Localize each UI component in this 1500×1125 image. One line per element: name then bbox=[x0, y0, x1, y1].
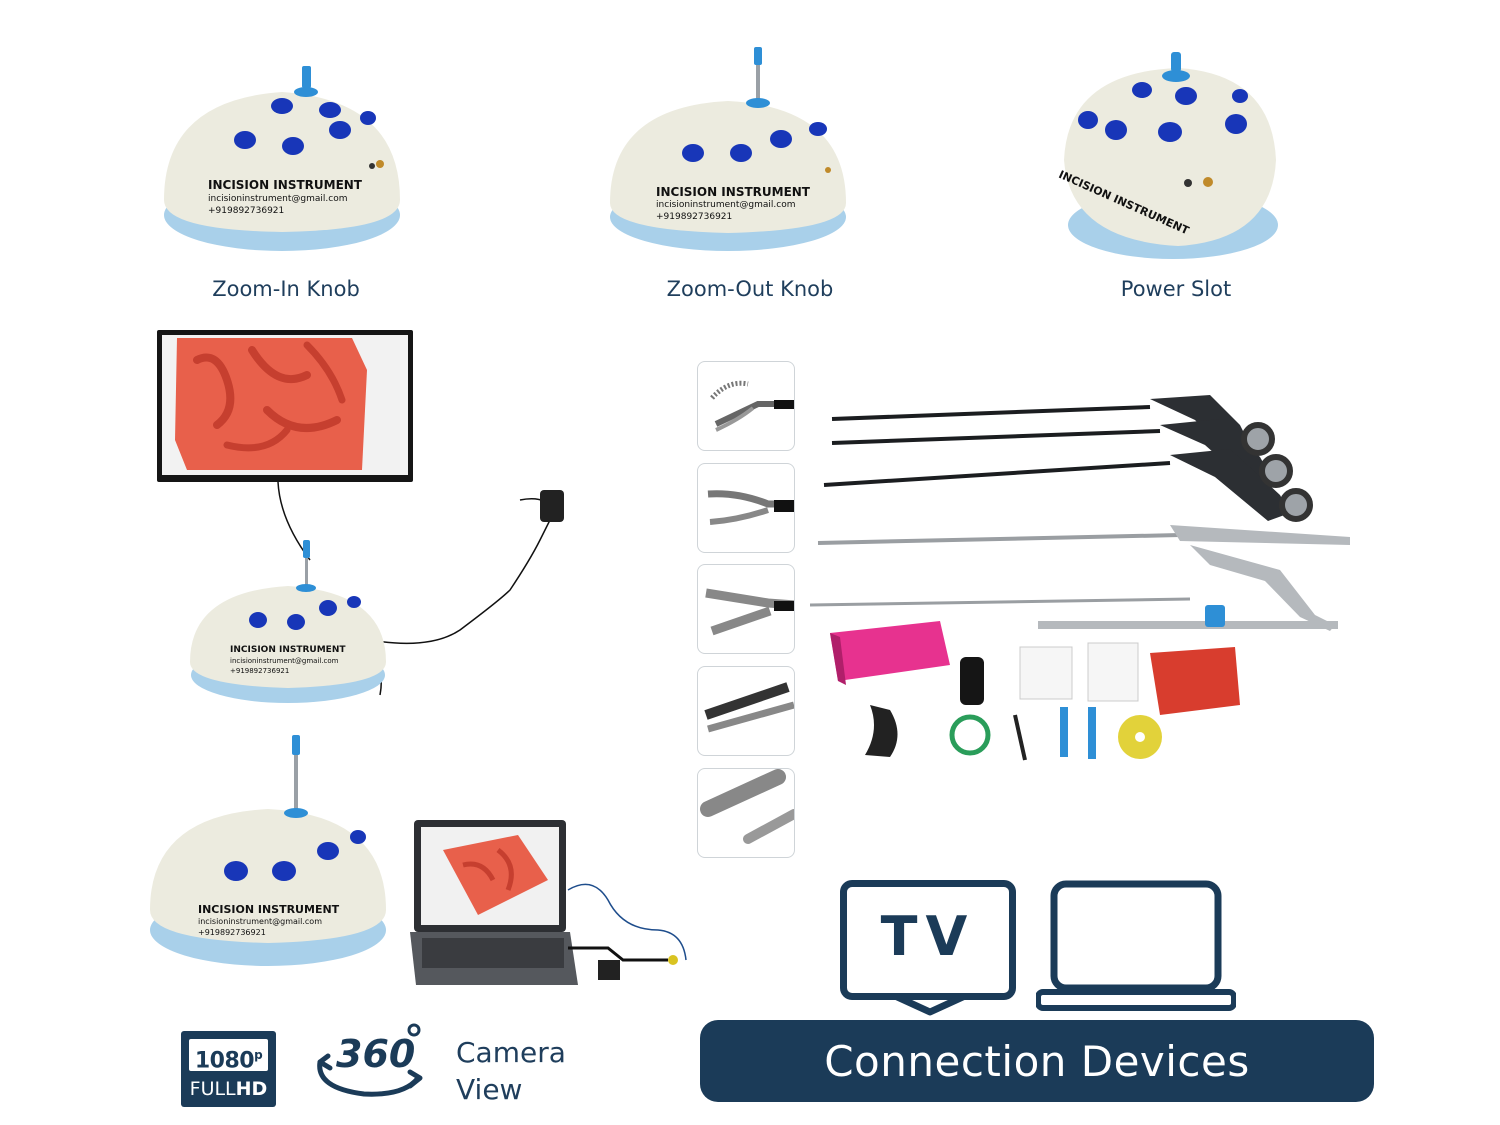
dome-phone: +919892736921 bbox=[656, 212, 733, 222]
thumb-trocar-tips bbox=[697, 768, 795, 858]
dome-brand: INCISION INSTRUMENT bbox=[656, 185, 810, 199]
trainer-dome-power-slot: INCISION INSTRUMENT bbox=[1057, 50, 1283, 265]
dome-brand: INCISION INSTRUMENT bbox=[230, 645, 346, 655]
dome-email: incisioninstrument@gmail.com bbox=[656, 200, 796, 210]
trainer-dome-tv-setup: INCISION INSTRUMENT incisioninstrument@g… bbox=[188, 540, 393, 705]
tv-stand-icon bbox=[891, 994, 969, 1016]
badge-fullhd: FULLHD bbox=[189, 1078, 268, 1100]
trainer-dome-laptop-setup: INCISION INSTRUMENT incisioninstrument@g… bbox=[148, 735, 393, 970]
thumb-curved-scissors bbox=[697, 463, 795, 553]
connection-devices-label: Connection Devices bbox=[824, 1036, 1250, 1086]
camera-view-text: Camera View bbox=[456, 1034, 596, 1108]
thumb-fenestrated-grasper bbox=[697, 564, 795, 654]
trainer-dome-zoom-out: INCISION INSTRUMENT incisioninstrument@g… bbox=[608, 45, 853, 255]
laptop-icon bbox=[1035, 880, 1237, 1016]
caption-zoom-in: Zoom-In Knob bbox=[212, 277, 360, 301]
tv-icon: TV bbox=[840, 880, 1016, 1000]
fullhd-1080p-badge: 1080p FULLHD bbox=[181, 1031, 276, 1107]
dome-email: incisioninstrument@gmail.com bbox=[208, 194, 348, 204]
tv-monitor bbox=[157, 330, 413, 489]
caption-zoom-out: Zoom-Out Knob bbox=[666, 277, 834, 301]
rotate-360-degrees: 360 bbox=[336, 1032, 416, 1076]
power-adapter bbox=[540, 490, 564, 522]
rotate-360-icon: 360 bbox=[314, 1022, 434, 1104]
tv-icon-label: TV bbox=[880, 905, 976, 968]
camera-line-2: View bbox=[456, 1073, 523, 1106]
connection-devices-banner: Connection Devices bbox=[700, 1020, 1374, 1102]
dome-email: incisioninstrument@gmail.com bbox=[198, 917, 322, 926]
dome-phone: +919892736921 bbox=[230, 667, 290, 675]
thumb-needle-holder bbox=[697, 666, 795, 756]
camera-line-1: Camera bbox=[456, 1036, 566, 1069]
badge-resolution: 1080p bbox=[189, 1039, 268, 1073]
dome-phone: +919892736921 bbox=[208, 206, 285, 216]
thumb-grasper-spring bbox=[697, 361, 795, 451]
dome-phone: +919892736921 bbox=[198, 928, 266, 937]
dome-brand: INCISION INSTRUMENT bbox=[208, 178, 362, 192]
dome-brand: INCISION INSTRUMENT bbox=[198, 903, 340, 916]
laptop-device bbox=[408, 820, 698, 999]
trainer-dome-zoom-in: INCISION INSTRUMENT incisioninstrument@g… bbox=[160, 60, 405, 255]
dome-email: incisioninstrument@gmail.com bbox=[230, 657, 339, 665]
instrument-set-image bbox=[809, 385, 1370, 779]
caption-power-slot: Power Slot bbox=[1120, 277, 1232, 301]
